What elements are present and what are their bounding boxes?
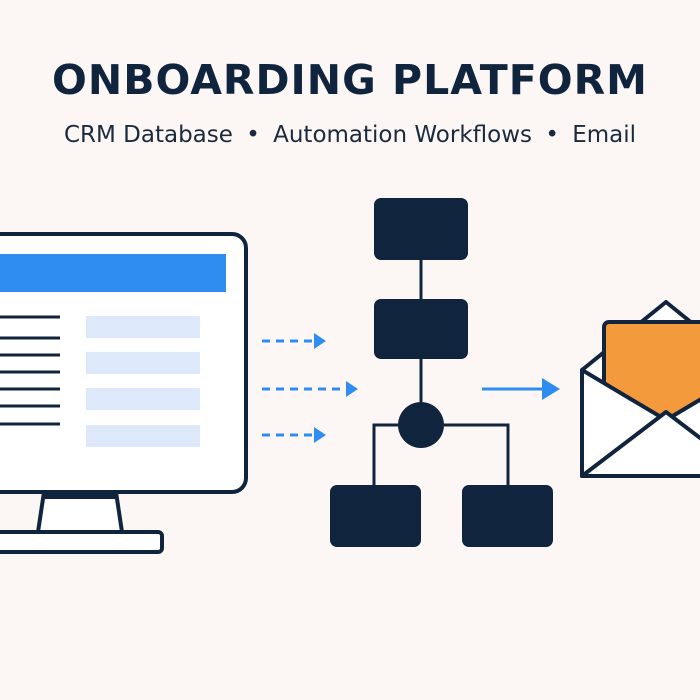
monitor-stand-neck: [44, 492, 116, 499]
subtitle-separator: •: [545, 122, 559, 148]
workflow-decision-node: [398, 402, 444, 448]
subtitle-crm: CRM Database: [63, 122, 233, 148]
dotted-arrow-icon: [262, 381, 358, 397]
monitor-base: [0, 530, 164, 554]
subtitle-email: Email: [572, 122, 637, 148]
workflow-tree-icon: [330, 198, 553, 547]
dotted-arrow-icon: [262, 333, 326, 349]
subtitle-separator: •: [246, 122, 260, 148]
monitor-database-icon: [0, 232, 248, 554]
envelope-front-bottom: [580, 410, 700, 478]
dotted-arrow-icon: [262, 427, 326, 443]
page-title: ONBOARDING PLATFORM: [52, 56, 648, 104]
workflow-node-top: [374, 198, 468, 260]
workflow-node-right: [462, 485, 553, 547]
page-subtitle: CRM Database • Automation Workflows • Em…: [0, 122, 700, 148]
monitor-header-bar: [0, 254, 226, 292]
workflow-node-middle: [374, 299, 468, 359]
subtitle-automation: Automation Workflows: [273, 122, 532, 148]
workflow-node-left: [330, 485, 421, 547]
envelope-icon: [580, 300, 700, 478]
solid-arrow-icon: [482, 378, 560, 400]
monitor-data-cells: [86, 316, 200, 447]
workflow-connectors: [372, 260, 510, 486]
monitor-text-lines: [0, 315, 60, 426]
